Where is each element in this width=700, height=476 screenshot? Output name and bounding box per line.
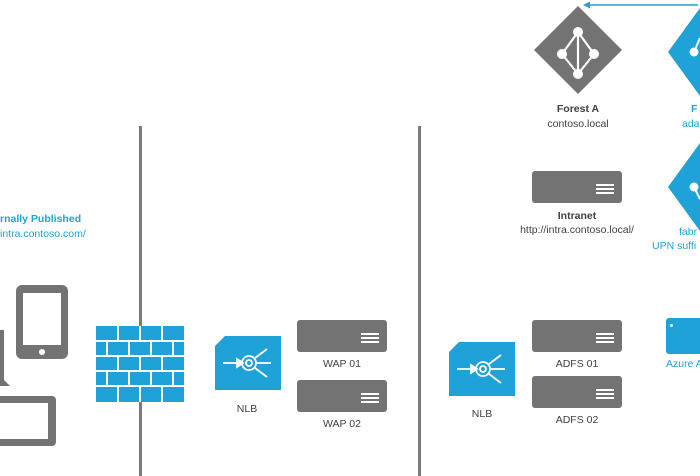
forest-b-icon — [668, 8, 700, 96]
forest-b-domain: ada — [682, 118, 700, 130]
nlb-1-label: NLB — [236, 403, 258, 415]
forest-a-title: Forest A — [556, 103, 600, 115]
device-icon — [0, 396, 56, 446]
wap-02-server-icon — [297, 380, 387, 412]
forest-a-icon — [534, 6, 622, 94]
fabrikam-upn: UPN suffi — [652, 240, 697, 252]
trust-arrow — [583, 1, 698, 9]
intranet-server-icon — [532, 171, 622, 203]
network-divider-right — [418, 126, 421, 476]
network-divider-left — [139, 126, 142, 476]
wap-02-label: WAP 02 — [323, 418, 361, 430]
intranet-url: http://intra.contoso.local/ — [520, 224, 634, 236]
nlb-2-icon — [449, 342, 515, 396]
laptop-icon — [0, 330, 10, 386]
intranet-title: Intranet — [557, 210, 597, 222]
forest-b-title: F — [691, 103, 698, 115]
fabrikam-icon — [668, 143, 700, 231]
wap-01-label: WAP 01 — [323, 358, 361, 370]
adfs-01-label: ADFS 01 — [555, 358, 599, 370]
firewall-icon — [96, 326, 184, 402]
adfs-01-server-icon — [532, 320, 622, 352]
adfs-02-label: ADFS 02 — [555, 414, 599, 426]
fabrikam-title: fabr — [679, 226, 698, 238]
published-title: rnally Published — [0, 213, 82, 225]
azure-label: Azure A — [666, 358, 700, 370]
wap-01-server-icon — [297, 320, 387, 352]
forest-a-domain: contoso.local — [547, 118, 609, 130]
tablet-icon — [16, 285, 68, 359]
azure-icon — [666, 318, 700, 354]
nlb-2-label: NLB — [471, 408, 493, 420]
nlb-1-icon — [215, 336, 281, 390]
adfs-02-server-icon — [532, 376, 622, 408]
published-url: intra.contoso.com/ — [0, 228, 86, 240]
